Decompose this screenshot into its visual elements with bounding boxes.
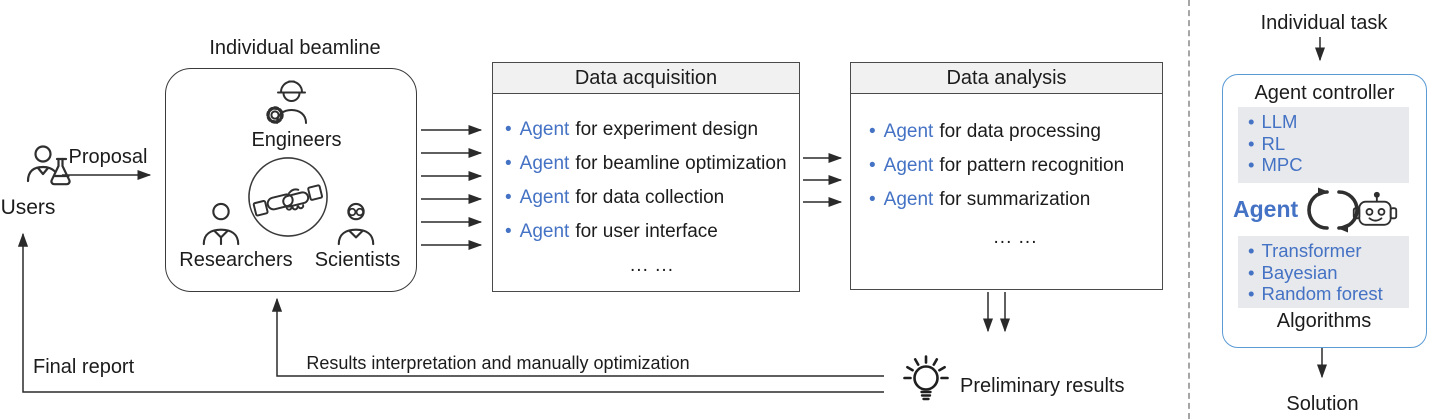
agent-task: for user interface [575, 221, 718, 242]
agent-task: for data processing [939, 121, 1101, 142]
bullet-icon: • [869, 155, 876, 176]
agent-task: for pattern recognition [939, 155, 1125, 176]
handshake-icon [248, 157, 328, 237]
agent-task: for beamline optimization [575, 153, 787, 174]
dashed-divider [1188, 0, 1190, 419]
cycle-arrows-icon [1307, 187, 1359, 233]
data-analysis-title: Data analysis [851, 63, 1162, 94]
method-item: • RL [1248, 133, 1409, 155]
method-label: Transformer [1261, 240, 1362, 261]
solution-label: Solution [1286, 393, 1359, 415]
method-item: • MPC [1248, 154, 1409, 176]
method-label: Random forest [1261, 283, 1383, 304]
bullet-icon: • [505, 119, 512, 140]
method-label: LLM [1261, 111, 1298, 132]
agent-keyword: Agent [883, 155, 934, 176]
method-label: MPC [1261, 154, 1303, 175]
users-label: Users [0, 196, 56, 219]
data-acquisition-title: Data acquisition [493, 63, 799, 94]
bullet-icon: • [505, 153, 512, 174]
agent-label: Agent [1233, 196, 1299, 222]
method-item: • Bayesian [1248, 262, 1409, 284]
agent-keyword: Agent [519, 221, 570, 242]
scientist-icon [337, 202, 375, 246]
agent-keyword: Agent [883, 121, 934, 142]
algorithms-label: Algorithms [1276, 310, 1372, 332]
individual-beamline-box [165, 68, 417, 292]
method-item: • Transformer [1248, 240, 1409, 262]
preliminary-results-label: Preliminary results [960, 375, 1125, 397]
bullet-icon: • [505, 187, 512, 208]
lightbulb-icon [903, 355, 949, 401]
method-item: • LLM [1248, 111, 1409, 133]
method-label: Bayesian [1261, 261, 1338, 283]
bullet-icon: • [1248, 111, 1255, 132]
bullet-icon: • [869, 189, 876, 210]
results-interpretation-label: Results interpretation and manually opti… [306, 353, 690, 373]
agent-keyword: Agent [519, 187, 570, 208]
agent-task: for data collection [575, 187, 725, 208]
user-flask-icon [26, 145, 71, 186]
bullet-icon: • [869, 121, 876, 142]
bullet-icon: • [1248, 154, 1255, 175]
method-label: RL [1261, 132, 1286, 154]
beamline-title: Individual beamline [209, 37, 381, 59]
final-report-label: Final report [33, 356, 135, 378]
agent-keyword: Agent [883, 189, 934, 210]
proposal-label: Proposal [68, 146, 148, 168]
agent-task: for experiment design [575, 119, 759, 140]
method-item: • Random forest [1248, 283, 1409, 305]
individual-task-label: Individual task [1260, 12, 1388, 34]
bullet-icon: • [1248, 132, 1255, 154]
robot-icon [1352, 191, 1398, 226]
bullet-icon: • [1248, 283, 1255, 304]
controller-methods-list: • LLM • RL • MPC [1238, 107, 1409, 183]
bullet-icon: • [505, 221, 512, 242]
agent-keyword: Agent [519, 119, 570, 140]
agent-controller-title: Agent controller [1254, 82, 1395, 104]
algorithm-methods-list: • Transformer • Bayesian • Random forest [1238, 236, 1409, 308]
agent-task: for summarization [939, 189, 1091, 210]
bullet-icon: • [1248, 261, 1255, 283]
agent-keyword: Agent [519, 153, 570, 174]
scientists-label: Scientists [314, 249, 401, 271]
researchers-label: Researchers [179, 249, 293, 271]
engineer-icon [266, 80, 307, 124]
bullet-icon: • [1248, 240, 1255, 261]
ellipsis: ... ... [993, 227, 1038, 248]
engineers-label: Engineers [251, 129, 342, 151]
ellipsis: ... ... [630, 255, 674, 276]
researcher-icon [202, 202, 240, 246]
